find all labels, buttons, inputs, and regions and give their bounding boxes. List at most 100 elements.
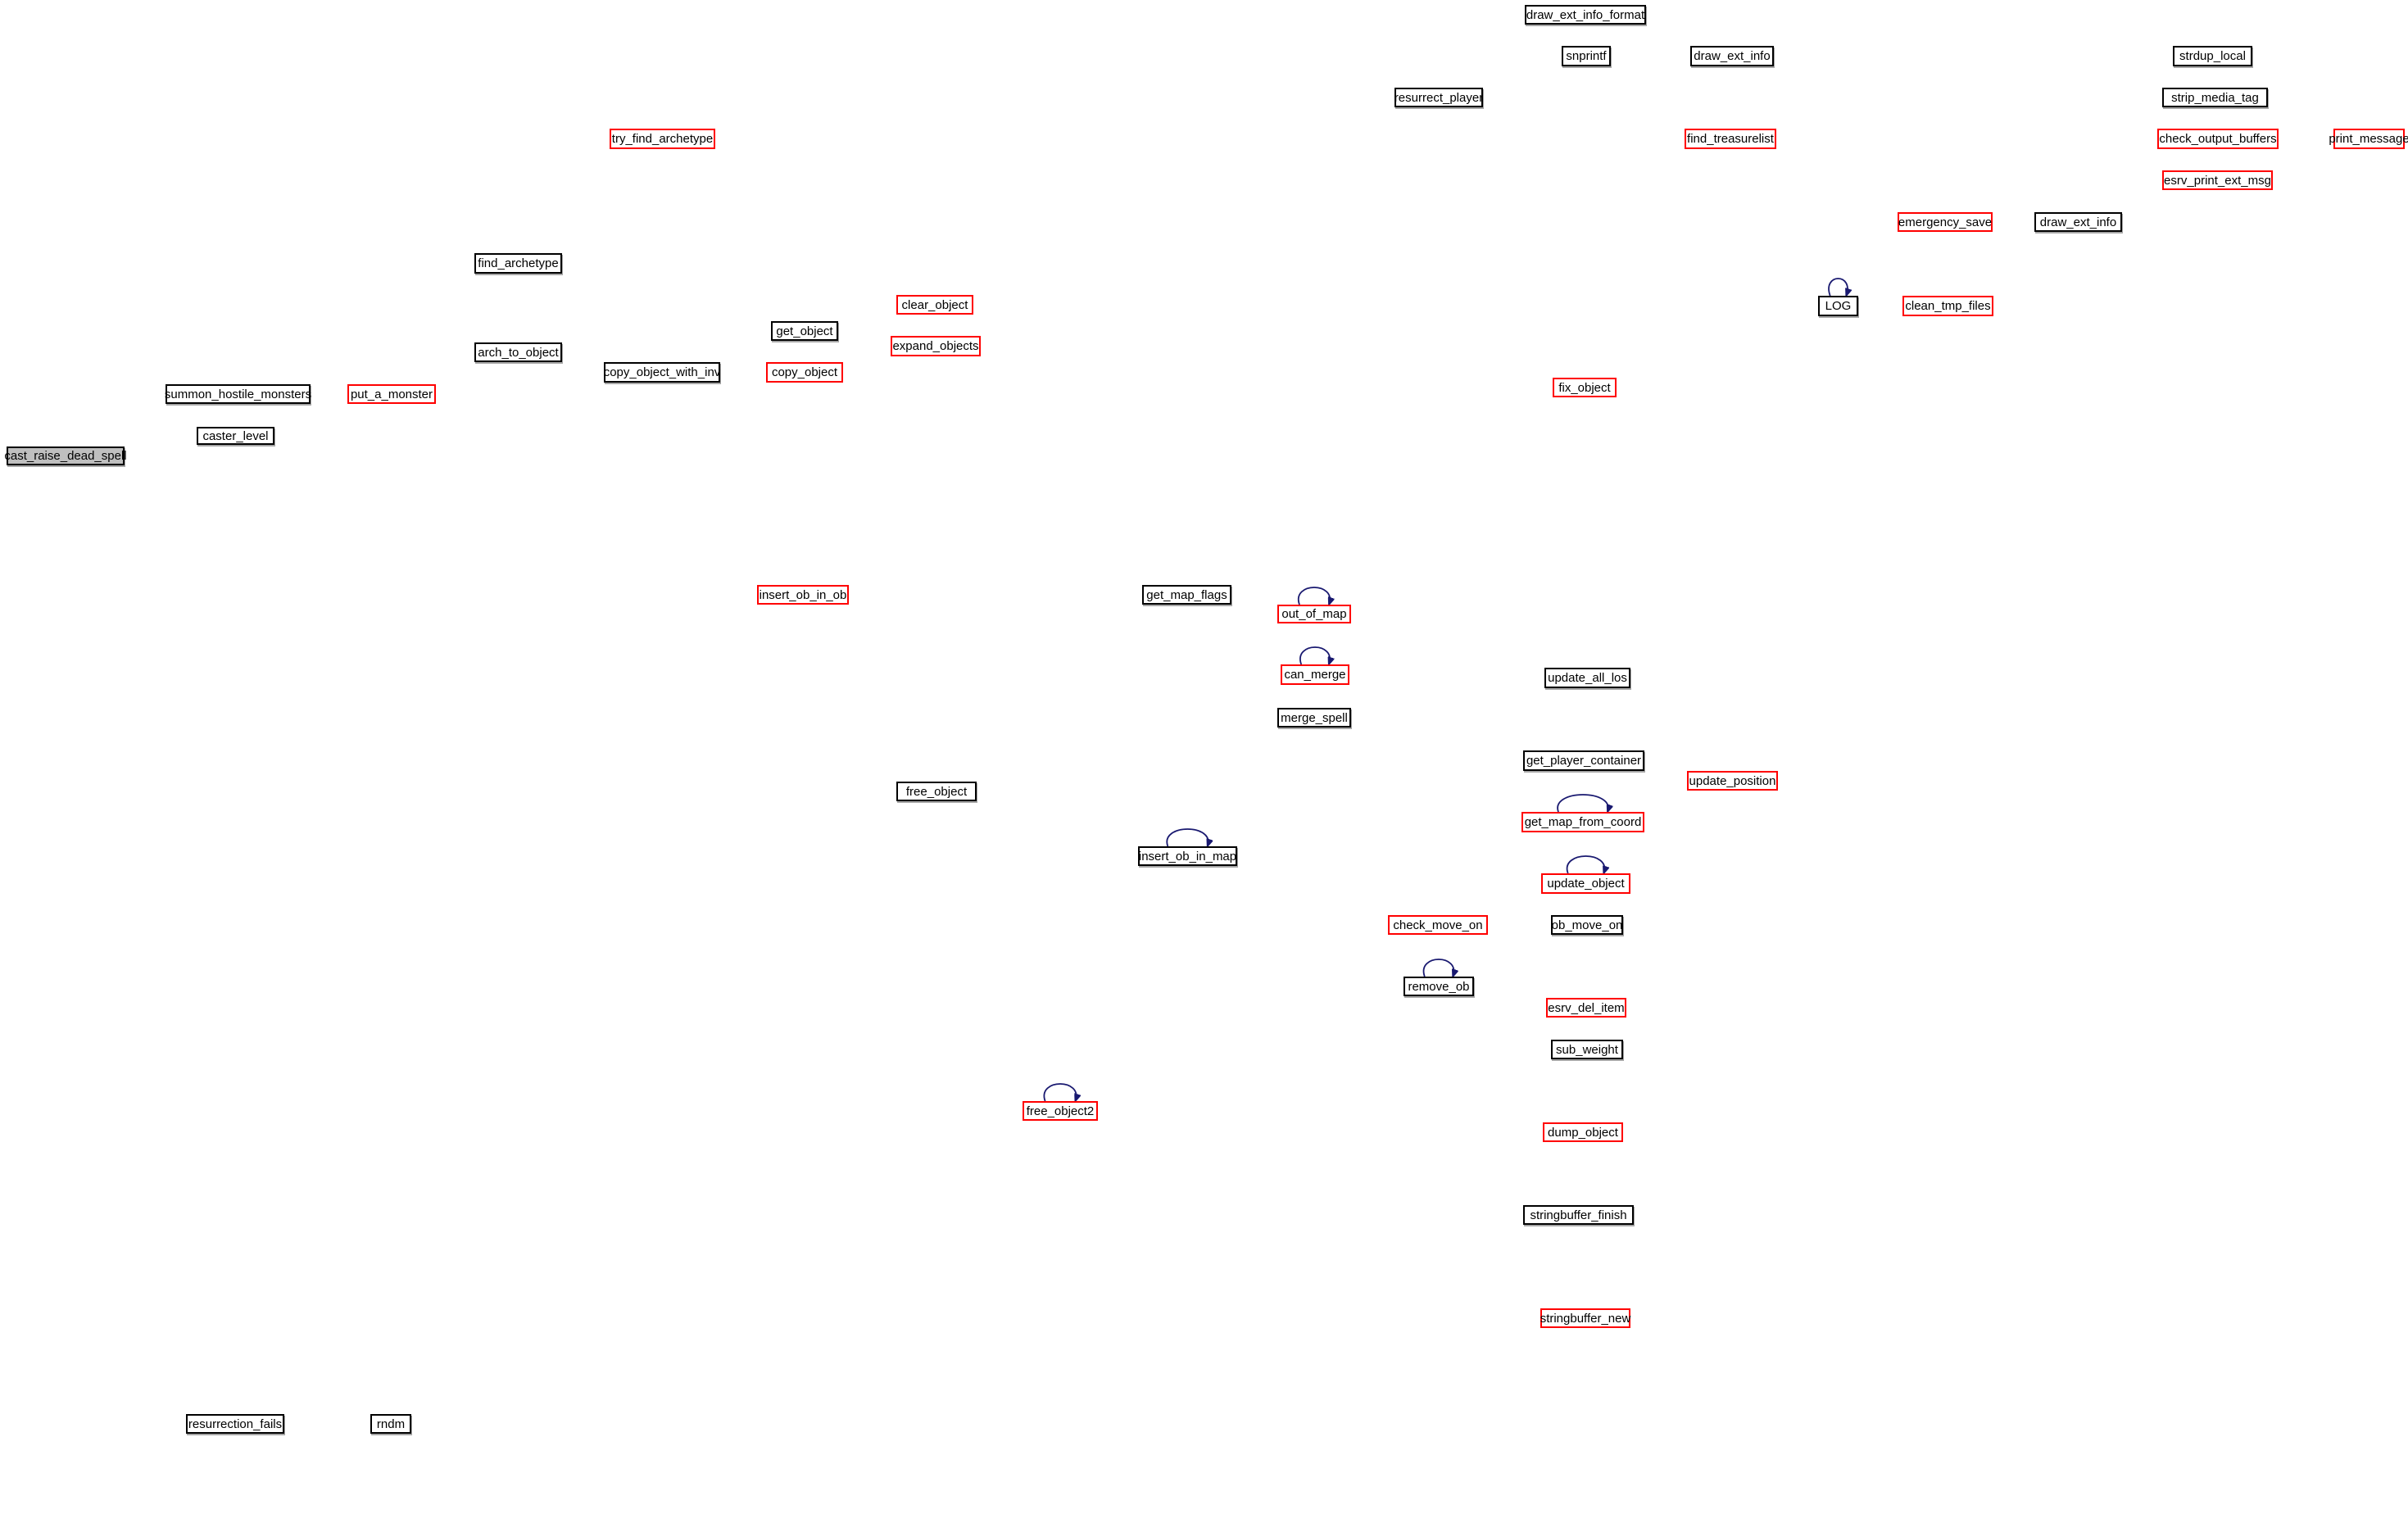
node-label: merge_spell <box>1281 710 1348 725</box>
node-free-object2[interactable]: free_object2 <box>1023 1101 1098 1121</box>
node-get-map-flags[interactable]: get_map_flags <box>1142 585 1231 605</box>
node-sub-weight[interactable]: sub_weight <box>1551 1040 1623 1059</box>
node-caster-level[interactable]: caster_level <box>197 427 274 445</box>
node-emergency-save[interactable]: emergency_save <box>1898 212 1993 232</box>
node-strip-media-tag[interactable]: strip_media_tag <box>2162 88 2268 107</box>
node-fix-object[interactable]: fix_object <box>1553 378 1617 397</box>
node-get-map-from-coord[interactable]: get_map_from_coord <box>1521 812 1644 832</box>
node-label: expand_objects <box>892 339 979 353</box>
node-stringbuffer-new[interactable]: stringbuffer_new <box>1540 1308 1630 1328</box>
node-resurrect-player[interactable]: resurrect_player <box>1394 88 1483 107</box>
node-get-player-container[interactable]: get_player_container <box>1523 750 1644 771</box>
node-can-merge[interactable]: can_merge <box>1281 664 1349 685</box>
node-out-of-map[interactable]: out_of_map <box>1277 605 1351 623</box>
node-label: get_map_flags <box>1146 587 1227 602</box>
node-draw-ext-info-top[interactable]: draw_ext_info <box>1690 46 1774 66</box>
edge-free-object2-to-free-object2 <box>1043 1083 1076 1101</box>
node-label: caster_level <box>202 428 269 443</box>
node-copy-object-with-inv[interactable]: copy_object_with_inv <box>604 362 720 383</box>
node-stringbuffer-finish[interactable]: stringbuffer_finish <box>1523 1205 1634 1225</box>
node-cast-raise-dead-spell[interactable]: cast_raise_dead_spell <box>4 446 127 465</box>
node-label: copy_object_with_inv <box>603 365 721 379</box>
node-clear-object[interactable]: clear_object <box>896 295 973 315</box>
node-check-output-buffers[interactable]: check_output_buffers <box>2157 129 2279 149</box>
node-label: stringbuffer_finish <box>1530 1208 1627 1222</box>
node-label: clean_tmp_files <box>1905 299 1991 313</box>
node-label: strip_media_tag <box>2171 90 2259 105</box>
edge-update-object-to-update-object <box>1566 855 1605 873</box>
node-update-object[interactable]: update_object <box>1541 873 1630 894</box>
node-free-object[interactable]: free_object <box>896 782 977 801</box>
node-label: get_map_from_coord <box>1524 815 1642 829</box>
node-label: remove_ob <box>1408 979 1470 994</box>
node-copy-object[interactable]: copy_object <box>766 362 843 383</box>
node-esrv-print-ext-msg[interactable]: esrv_print_ext_msg <box>2162 170 2273 190</box>
node-resurrection-fails[interactable]: resurrection_fails <box>186 1414 284 1434</box>
node-put-a-monster[interactable]: put_a_monster <box>347 384 436 404</box>
node-label: resurrection_fails <box>188 1417 283 1431</box>
node-label: strdup_local <box>2179 49 2246 63</box>
node-label: esrv_print_ext_msg <box>2164 173 2271 188</box>
node-label: try_find_archetype <box>611 132 714 146</box>
node-label: arch_to_object <box>478 345 559 360</box>
node-label: rndm <box>376 1417 406 1431</box>
node-draw-ext-info-mid[interactable]: draw_ext_info <box>2034 212 2122 232</box>
node-strdup-local[interactable]: strdup_local <box>2173 46 2252 66</box>
edge-can-merge-to-can-merge <box>1299 646 1330 664</box>
node-label: insert_ob_in_map <box>1138 849 1237 864</box>
node-label: clear_object <box>901 297 968 312</box>
edge-out-of-map-to-out-of-map <box>1297 587 1330 605</box>
edge-layer <box>1044 279 1848 1101</box>
node-merge-spell[interactable]: merge_spell <box>1277 708 1351 728</box>
node-snprintf[interactable]: snprintf <box>1562 46 1611 66</box>
node-print-message[interactable]: print_message <box>2329 129 2408 149</box>
node-label: get_player_container <box>1526 754 1642 768</box>
node-get-object[interactable]: get_object <box>771 321 838 341</box>
node-LOG[interactable]: LOG <box>1818 296 1858 316</box>
node-remove-ob[interactable]: remove_ob <box>1404 977 1474 996</box>
node-label: LOG <box>1825 299 1852 313</box>
edge-LOG-to-LOG <box>1828 278 1848 296</box>
node-label: get_object <box>776 324 833 338</box>
node-draw-ext-info-format[interactable]: draw_ext_info_format <box>1525 5 1646 25</box>
node-try-find-archetype[interactable]: try_find_archetype <box>610 129 715 149</box>
node-insert-ob-in-map[interactable]: insert_ob_in_map <box>1138 846 1237 866</box>
node-label: fix_object <box>1558 380 1611 395</box>
node-rndm[interactable]: rndm <box>370 1414 411 1434</box>
node-insert-ob-in-ob[interactable]: insert_ob_in_ob <box>757 585 849 605</box>
node-esrv-del-item[interactable]: esrv_del_item <box>1546 998 1626 1018</box>
node-label: free_object <box>905 784 968 799</box>
node-label: out_of_map <box>1281 607 1347 621</box>
node-label: check_move_on <box>1393 918 1483 932</box>
node-label: find_archetype <box>478 256 559 270</box>
node-label: resurrect_player <box>1394 90 1484 105</box>
node-update-all-los[interactable]: update_all_los <box>1544 668 1630 688</box>
node-label: put_a_monster <box>350 387 433 401</box>
node-label: summon_hostile_monsters <box>164 387 312 401</box>
node-find-archetype[interactable]: find_archetype <box>474 253 562 274</box>
node-label: draw_ext_info_format <box>1526 7 1645 22</box>
node-expand-objects[interactable]: expand_objects <box>891 336 981 356</box>
node-label: esrv_del_item <box>1548 1000 1625 1015</box>
node-check-move-on[interactable]: check_move_on <box>1388 915 1488 935</box>
node-summon-hostile-monsters[interactable]: summon_hostile_monsters <box>164 384 312 404</box>
node-find-treasurelist[interactable]: find_treasurelist <box>1685 129 1776 149</box>
node-label: cast_raise_dead_spell <box>4 449 127 463</box>
node-dump-object[interactable]: dump_object <box>1543 1122 1623 1142</box>
node-ob-move-on[interactable]: ob_move_on <box>1551 915 1623 935</box>
node-clean-tmp-files[interactable]: clean_tmp_files <box>1902 296 1993 316</box>
node-arch-to-object[interactable]: arch_to_object <box>474 342 562 362</box>
node-label: snprintf <box>1566 49 1607 63</box>
node-label: copy_object <box>771 365 838 379</box>
node-label: print_message <box>2329 132 2408 146</box>
node-label: free_object2 <box>1026 1104 1095 1118</box>
edge-get-map-from-coord-to-get-map-from-coord <box>1557 794 1608 812</box>
node-update-position[interactable]: update_position <box>1687 771 1778 791</box>
node-label: draw_ext_info <box>1694 49 1771 63</box>
node-label: insert_ob_in_ob <box>759 587 847 602</box>
node-label: emergency_save <box>1898 215 1993 229</box>
node-label: can_merge <box>1284 668 1346 682</box>
node-label: update_position <box>1689 773 1776 788</box>
node-label: dump_object <box>1548 1125 1618 1140</box>
